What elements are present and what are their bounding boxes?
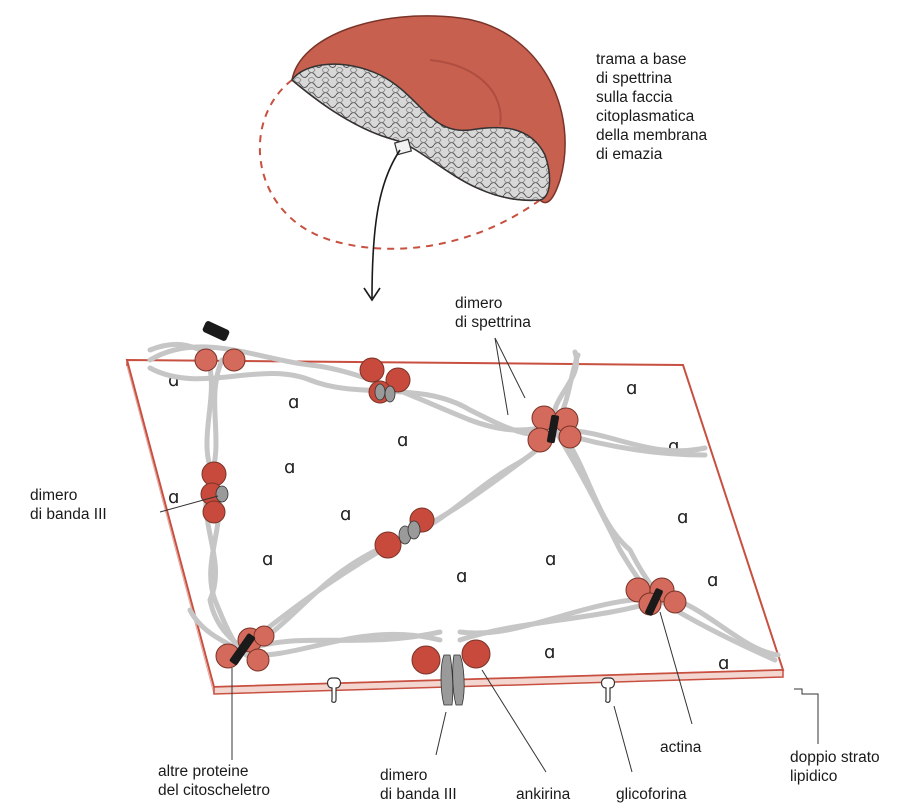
svg-text:ɑ: ɑ — [677, 507, 688, 528]
zoom-arrow — [372, 150, 400, 298]
svg-text:ɑ: ɑ — [284, 457, 295, 478]
label-line: glicoforina — [616, 785, 687, 804]
label-line: citoplasmatica — [596, 107, 707, 126]
svg-text:ɑ: ɑ — [707, 570, 718, 591]
label-line: di emazia — [596, 145, 707, 164]
label-line: trama a base — [596, 50, 707, 69]
erythrocyte-illustration — [260, 16, 565, 300]
svg-text:ɑ: ɑ — [456, 566, 467, 587]
svg-text:ɑ: ɑ — [168, 487, 179, 508]
label-line: dimero — [380, 766, 457, 785]
label-glycophorin: glicoforina — [616, 785, 687, 804]
label-line: dimero — [30, 486, 107, 505]
svg-text:ɑ: ɑ — [340, 504, 351, 525]
label-spectrin-network-description: trama a base di spettrina sulla faccia c… — [596, 50, 707, 164]
svg-text:ɑ: ɑ — [545, 549, 556, 570]
label-line: actina — [660, 738, 701, 757]
label-line: di banda III — [30, 505, 107, 524]
label-spectrin-dimer: dimero di spettrina — [455, 294, 531, 332]
label-other-cytoskeleton-proteins: altre proteine del citoscheletro — [158, 762, 270, 800]
label-line: doppio strato — [790, 748, 880, 767]
band3-complex-left — [201, 462, 228, 523]
svg-text:ɑ: ɑ — [288, 392, 299, 413]
label-line: del citoscheletro — [158, 781, 270, 800]
label-band3-dimer-bottom: dimero di banda III — [380, 766, 457, 804]
label-actin: actina — [660, 738, 701, 757]
label-line: di spettrina — [455, 313, 531, 332]
svg-text:ɑ: ɑ — [397, 430, 408, 451]
svg-text:ɑ: ɑ — [626, 378, 637, 399]
label-line: ankirina — [516, 785, 570, 804]
label-line: di spettrina — [596, 69, 707, 88]
zoom-region-marker — [395, 139, 412, 154]
label-line: di banda III — [380, 785, 457, 804]
label-line: altre proteine — [158, 762, 270, 781]
label-line: sulla faccia — [596, 88, 707, 107]
label-line: della membrana — [596, 126, 707, 145]
label-ankyrin: ankirina — [516, 785, 570, 804]
band3-dimer-transmembrane — [441, 655, 453, 705]
svg-text:ɑ: ɑ — [262, 549, 273, 570]
svg-text:ɑ: ɑ — [718, 653, 729, 674]
svg-text:ɑ: ɑ — [544, 642, 555, 663]
label-line: dimero — [455, 294, 531, 313]
label-lipid-bilayer: doppio strato lipidico — [790, 748, 880, 786]
label-line: lipidico — [790, 767, 880, 786]
label-band3-dimer-left: dimero di banda III — [30, 486, 107, 524]
